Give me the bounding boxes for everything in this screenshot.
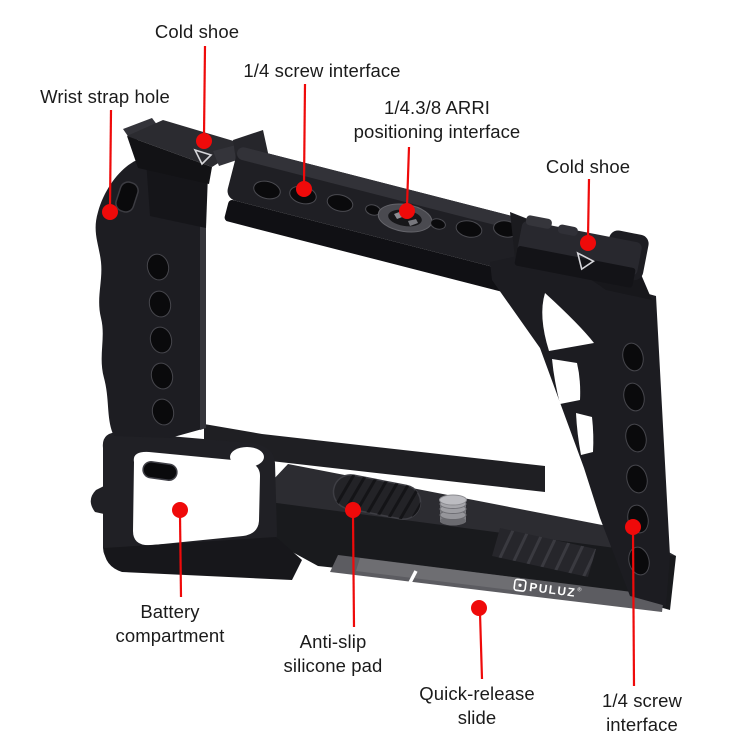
side-screw-hole bbox=[622, 342, 644, 372]
cold-shoe-right bbox=[514, 215, 652, 300]
brand-triangle-icon bbox=[576, 251, 595, 271]
puluz-logo-text: PULUZ bbox=[528, 580, 576, 600]
quarter-screw bbox=[439, 494, 467, 526]
slide-slash-mark bbox=[402, 570, 418, 595]
arrow-wrist-strap-hole bbox=[102, 109, 118, 220]
annotation-arrows bbox=[102, 45, 641, 687]
side-screw-hole bbox=[623, 382, 645, 412]
arrow-cold-shoe-right bbox=[580, 178, 596, 251]
callout-text: slide bbox=[457, 707, 497, 728]
callout-quarter-screw-top: 1/4 screw interface bbox=[222, 59, 422, 83]
puluz-logo: PULUZ ® bbox=[513, 578, 582, 600]
arrow-quarter-screw-bottom bbox=[625, 519, 641, 687]
rail-hole bbox=[150, 362, 174, 390]
cold-shoe-left bbox=[123, 118, 249, 228]
arrow-quick-release-slide bbox=[471, 600, 487, 680]
callout-text: Cold shoe bbox=[154, 21, 240, 42]
frame-slot bbox=[142, 460, 178, 482]
rail-hole bbox=[149, 326, 173, 354]
side-screw-hole bbox=[625, 423, 647, 453]
callout-battery-compartment: Battery compartment bbox=[70, 600, 270, 648]
plate-cutout bbox=[552, 359, 581, 404]
arrow-anti-slip-pad bbox=[345, 502, 361, 628]
callout-anti-slip-pad: Anti-slip silicone pad bbox=[233, 630, 433, 678]
callout-text: silicone pad bbox=[283, 655, 383, 676]
quick-release-edge-light bbox=[356, 558, 520, 591]
callout-text: interface bbox=[606, 714, 678, 735]
callout-text: Cold shoe bbox=[545, 156, 631, 177]
rail-hole bbox=[148, 290, 172, 318]
callout-text: 1/4 screw bbox=[601, 690, 683, 711]
callout-text: Wrist strap hole bbox=[40, 86, 170, 107]
arrow-battery-compartment bbox=[172, 502, 188, 598]
side-screw-hole bbox=[626, 464, 648, 494]
bar-pin-hole bbox=[430, 218, 446, 230]
cage-left-rail bbox=[95, 158, 206, 438]
plate-cutout bbox=[542, 293, 594, 351]
bar-screw-hole bbox=[455, 220, 483, 238]
arrow-arri-positioning bbox=[399, 146, 415, 219]
callout-text: Battery bbox=[140, 601, 200, 622]
cage-base-front bbox=[254, 500, 676, 610]
brand-triangle-icon bbox=[193, 148, 213, 166]
rail-hole bbox=[151, 398, 175, 426]
bar-screw-hole bbox=[253, 180, 281, 200]
callout-text: 1/4 screw interface bbox=[243, 60, 401, 81]
camera-cage: PULUZ ® bbox=[90, 118, 676, 612]
cage-right-plate bbox=[490, 250, 670, 606]
callout-text: 1/4.3/8 ARRI bbox=[383, 97, 491, 118]
arrow-cold-shoe-top bbox=[196, 45, 212, 149]
callout-quick-release-slide: Quick-release slide bbox=[377, 682, 577, 730]
rail-hole bbox=[146, 253, 170, 281]
callout-text: Quick-release bbox=[419, 683, 535, 704]
bar-screw-hole bbox=[326, 194, 354, 212]
callout-text: Anti-slip bbox=[299, 631, 367, 652]
wrist-strap-slot bbox=[115, 181, 139, 213]
callout-text: positioning interface bbox=[353, 121, 521, 142]
battery-compartment-frame bbox=[90, 431, 302, 580]
callout-cold-shoe-top: Cold shoe bbox=[97, 20, 297, 44]
callout-text: compartment bbox=[115, 625, 225, 646]
callout-wrist-strap-hole: Wrist strap hole bbox=[5, 85, 205, 109]
plate-cutout bbox=[576, 413, 594, 455]
callout-arri-positioning: 1/4.3/8 ARRI positioning interface bbox=[322, 96, 552, 144]
cage-top-bar bbox=[224, 130, 562, 298]
callout-cold-shoe-right: Cold shoe bbox=[488, 155, 688, 179]
arrow-quarter-screw-top bbox=[296, 83, 312, 197]
puluz-logo-mark: ® bbox=[577, 586, 582, 593]
callout-quarter-screw-bottom: 1/4 screw interface bbox=[542, 689, 742, 737]
cage-back-rail bbox=[204, 424, 545, 492]
